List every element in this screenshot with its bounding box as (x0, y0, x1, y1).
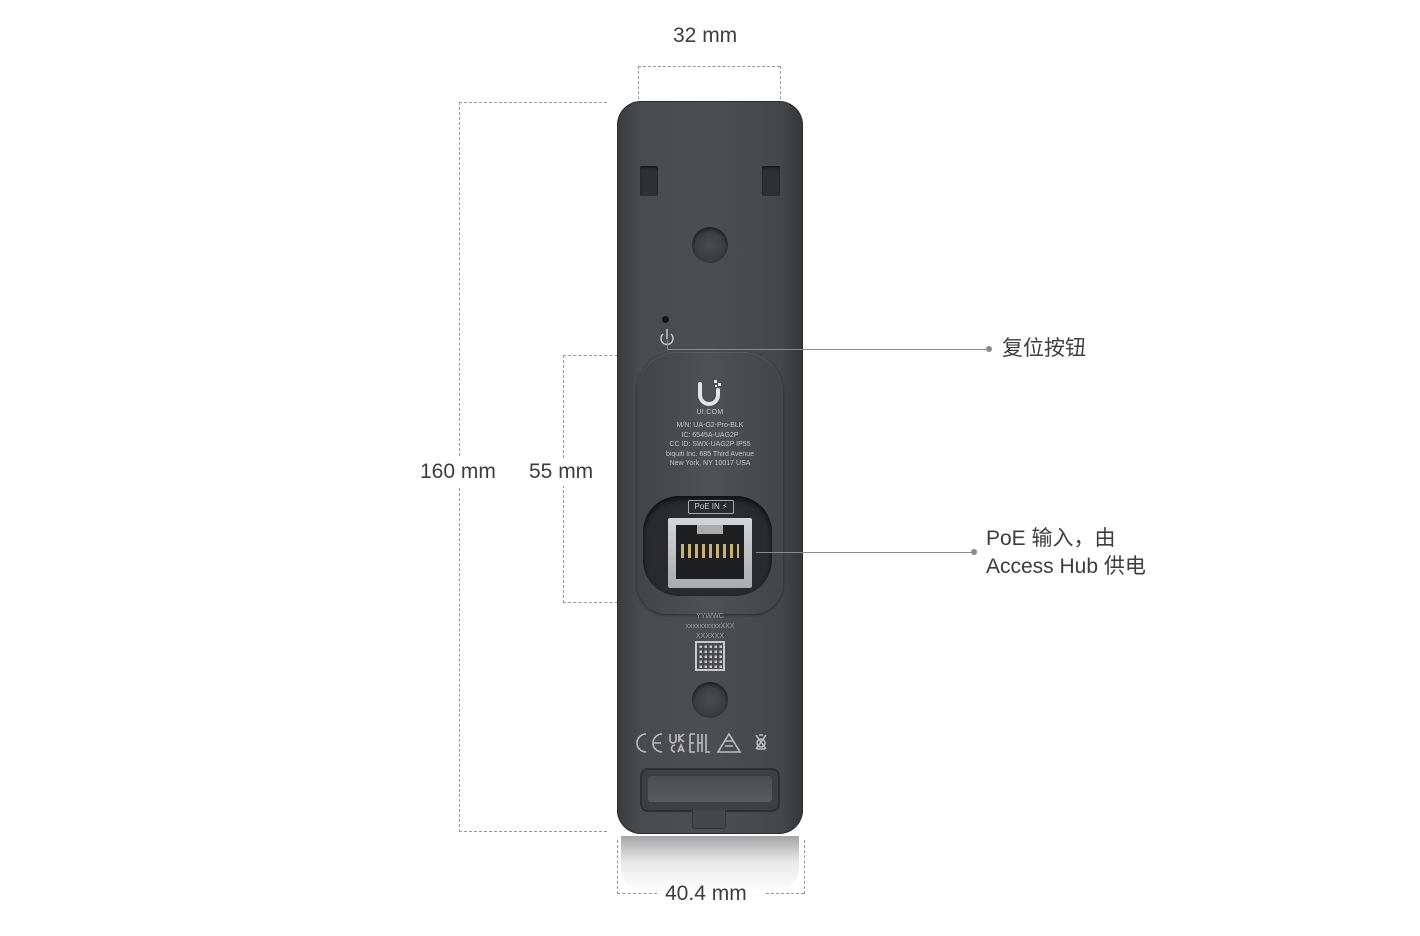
module-height-top-extension (563, 355, 623, 356)
serial-block: YYWWC xxxxxxxxxxXXX XXXXXX (660, 612, 760, 642)
brand-url: UI.COM (696, 409, 724, 416)
module-height-bottom-extension (563, 602, 623, 603)
serial-line: XXXXXX (695, 633, 724, 640)
bottom-width-line-left (617, 893, 657, 894)
label-line: CC ID: SWX-UAG2P IP55 (669, 441, 751, 449)
bottom-width-line-right (766, 893, 804, 894)
reset-leader-line (667, 349, 989, 350)
height-bottom-extension (459, 831, 607, 832)
bottom-width-left-extension (617, 840, 618, 894)
regulatory-label: M/N: UA-G2-Pro-BLK IC: 6545A-UAG2P CC ID… (652, 421, 768, 469)
poe-callout-line-1: PoE 输入，由 (986, 527, 1116, 550)
screw-hole-bottom (692, 682, 728, 718)
poe-callout-line-2: Access Hub 供电 (986, 555, 1146, 578)
ubiquiti-logo-icon (698, 380, 721, 406)
label-line: IC: 6545A-UAG2P (681, 431, 739, 439)
reset-leader-dot (986, 346, 992, 352)
reset-leader-vertical (667, 340, 668, 350)
certification-marks-icon (636, 732, 767, 753)
bottom-handle-opening (648, 776, 772, 802)
serial-line: xxxxxxxxxxXXX (685, 623, 735, 630)
mount-slot-right (762, 166, 780, 196)
qr-code-icon (695, 641, 725, 671)
serial-line: YYWWC (696, 613, 724, 620)
device-reflection (621, 836, 799, 892)
poe-leader-line (756, 552, 974, 553)
module-height-label: 55 mm (529, 458, 594, 486)
label-line: biquiti Inc. 685 Third Avenue (665, 450, 755, 458)
reset-pinhole[interactable] (662, 316, 669, 323)
top-width-line (638, 66, 780, 67)
label-line: New York, NY 10017 USA (669, 460, 751, 468)
mount-slot-left (640, 166, 658, 196)
bottom-width-right-extension (804, 840, 805, 894)
screw-hole-top (692, 227, 728, 263)
rj45-port-key (697, 525, 723, 534)
reset-callout: 复位按钮 (1002, 337, 1086, 360)
bottom-tab (692, 810, 726, 829)
height-label: 160 mm (420, 458, 496, 486)
height-top-extension (459, 102, 607, 103)
bottom-width-label: 40.4 mm (665, 882, 747, 905)
top-width-label: 32 mm (673, 24, 738, 47)
label-line: M/N: UA-G2-Pro-BLK (676, 422, 744, 429)
poe-leader-dot (971, 549, 977, 555)
poe-callout: PoE 输入，由 Access Hub 供电 (986, 525, 1146, 581)
rj45-port-pins (681, 544, 739, 558)
poe-in-label: PoE IN ⚡ (688, 500, 734, 514)
